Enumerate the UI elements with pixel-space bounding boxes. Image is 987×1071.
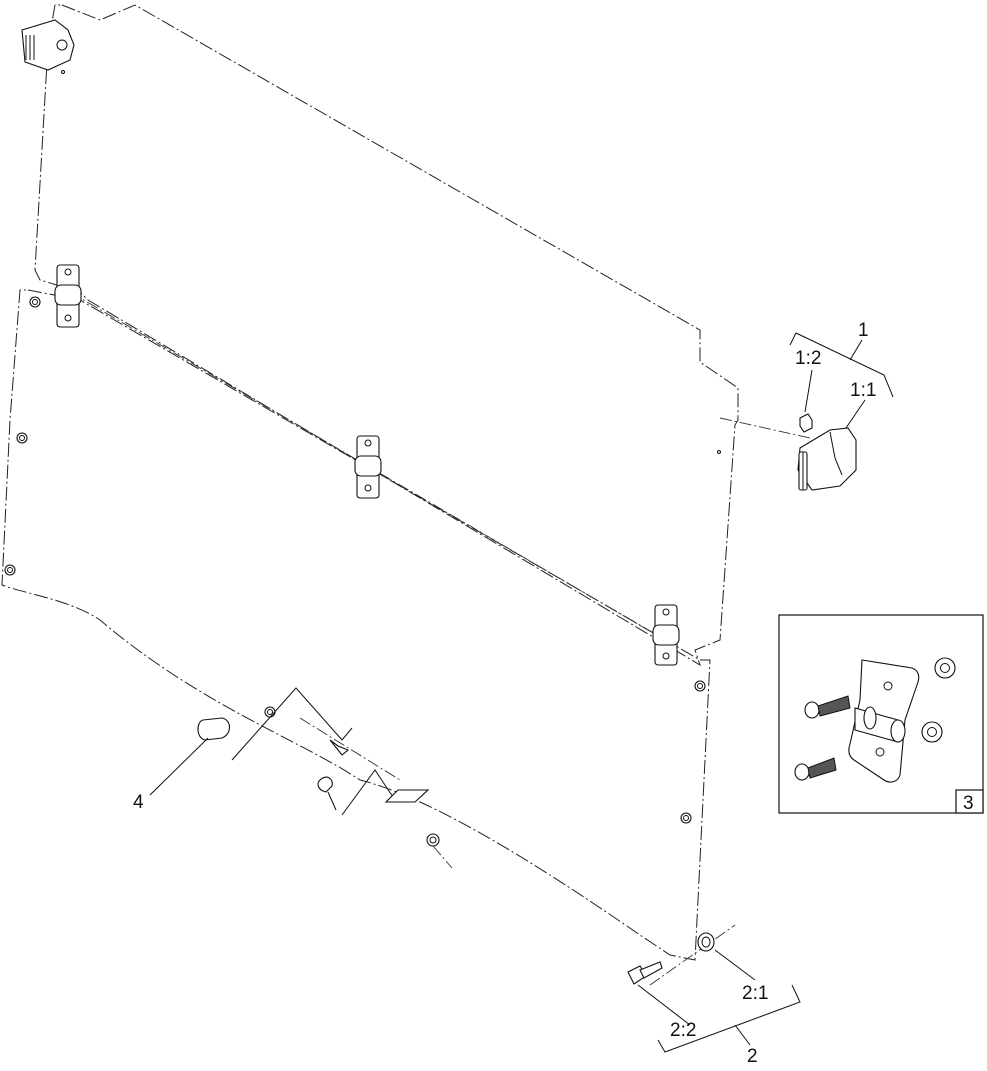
inset-nut-upper [934, 657, 956, 679]
grommet-part-4 [197, 717, 231, 741]
inset-nut-lower [921, 721, 943, 743]
callout-label-1-2: 1:2 [795, 348, 821, 369]
callout-label-1: 1 [858, 320, 869, 341]
leader-4 [149, 737, 209, 796]
callout-label-2-2: 2:2 [670, 1020, 696, 1041]
latch-assembly-part-1 [797, 427, 857, 491]
latch-axis-line [719, 417, 811, 439]
hinge-right [652, 604, 680, 666]
screw-part-1-2 [799, 413, 813, 433]
callout-1-bracket [789, 332, 894, 398]
inset-bolt-lower [794, 757, 837, 781]
upper-latch [21, 19, 75, 74]
hinge-center [354, 435, 382, 499]
fastener-axis-line [649, 924, 736, 986]
callout-3-box [955, 789, 984, 814]
panel-bolts [4, 296, 721, 824]
callout-label-1-1: 1:1 [850, 380, 876, 401]
callout-label-4: 4 [133, 792, 144, 813]
inset-bolt-upper [804, 695, 851, 719]
callout-2-bracket [657, 984, 801, 1053]
inset-detail-box [778, 614, 984, 814]
upper-panel-outline [34, 4, 739, 667]
callout-label-2-1: 2:1 [742, 983, 768, 1004]
bolt-part-2-2 [627, 961, 663, 985]
leader-2-1 [714, 949, 756, 981]
leader-1-2 [804, 369, 813, 413]
hinge-left [54, 264, 82, 328]
lower-panel-outline [1, 289, 711, 961]
nut-part-2-1 [697, 932, 715, 952]
callout-label-3: 3 [963, 793, 974, 814]
leader-1-1 [845, 399, 866, 429]
callout-label-2: 2 [747, 1046, 758, 1067]
lower-latch-hardware [231, 687, 453, 869]
leader-2-2 [637, 984, 691, 1026]
